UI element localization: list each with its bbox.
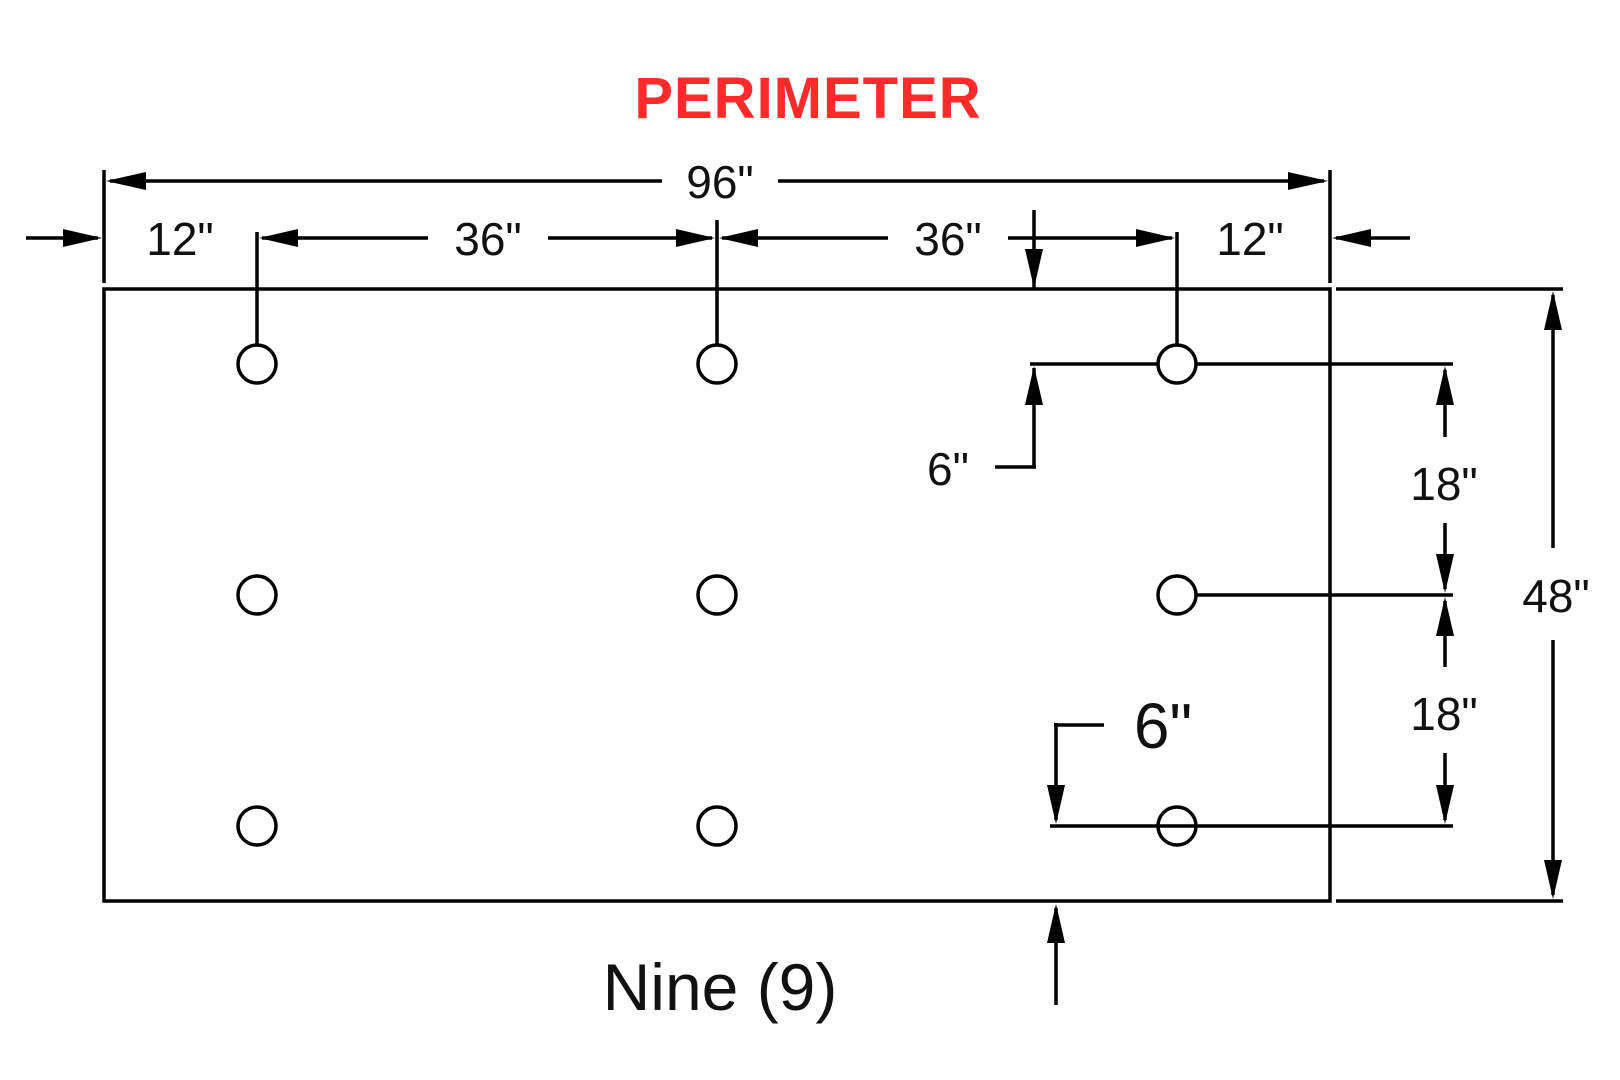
top-offset-label: 6" (927, 443, 969, 495)
arrowhead (63, 229, 102, 247)
spacing-left-label: 36" (454, 213, 522, 265)
hole (236, 805, 278, 847)
arrowhead (1436, 554, 1454, 593)
right-column-holes (1050, 343, 1453, 847)
arrowhead (1544, 291, 1562, 330)
arrowhead (1136, 229, 1175, 247)
upper-spacing-label: 18" (1410, 458, 1478, 510)
hole (696, 343, 738, 385)
hole (696, 574, 738, 616)
top-offset-dimension: 6" (927, 210, 1453, 495)
overall-width-dimension: 96" (102, 156, 1332, 283)
arrowhead (259, 229, 298, 247)
spacing-right-label: 36" (914, 213, 982, 265)
arrowhead (1332, 229, 1371, 247)
arrowhead (106, 172, 146, 190)
spacing-dimensions: 36" 36" (255, 213, 1179, 345)
hole (696, 805, 738, 847)
arrowhead (1288, 172, 1328, 190)
right-margin-label: 12" (1216, 213, 1284, 265)
arrowhead (1047, 904, 1065, 943)
arrowhead (1436, 366, 1454, 405)
bottom-offset-dimension: 6" (1047, 690, 1192, 1005)
hole (236, 574, 278, 616)
hole (236, 343, 278, 385)
overall-width-label: 96" (686, 156, 754, 208)
arrowhead (1436, 785, 1454, 824)
arrowhead (1025, 249, 1043, 288)
arrowhead (676, 229, 715, 247)
hole-grid (236, 343, 1198, 847)
hole-count-caption: Nine (9) (603, 950, 838, 1024)
overall-height-label: 48" (1522, 570, 1590, 622)
left-margin-dimension: 12" (26, 213, 214, 265)
hole (1156, 574, 1198, 616)
arrowhead (719, 229, 758, 247)
arrowhead (1436, 597, 1454, 636)
arrowhead (1025, 366, 1043, 405)
hole (1156, 343, 1198, 385)
lower-spacing-label: 18" (1410, 688, 1478, 740)
left-margin-label: 12" (146, 213, 214, 265)
vertical-spacing-dimensions: 18" 18" (1410, 366, 1478, 824)
diagram-title: PERIMETER (634, 66, 981, 131)
right-margin-dimension: 12" (1216, 213, 1410, 265)
arrowhead (1544, 860, 1562, 899)
arrowhead (1047, 785, 1065, 824)
overall-height-dimension: 48" (1336, 287, 1590, 903)
bottom-offset-label: 6" (1134, 690, 1192, 762)
